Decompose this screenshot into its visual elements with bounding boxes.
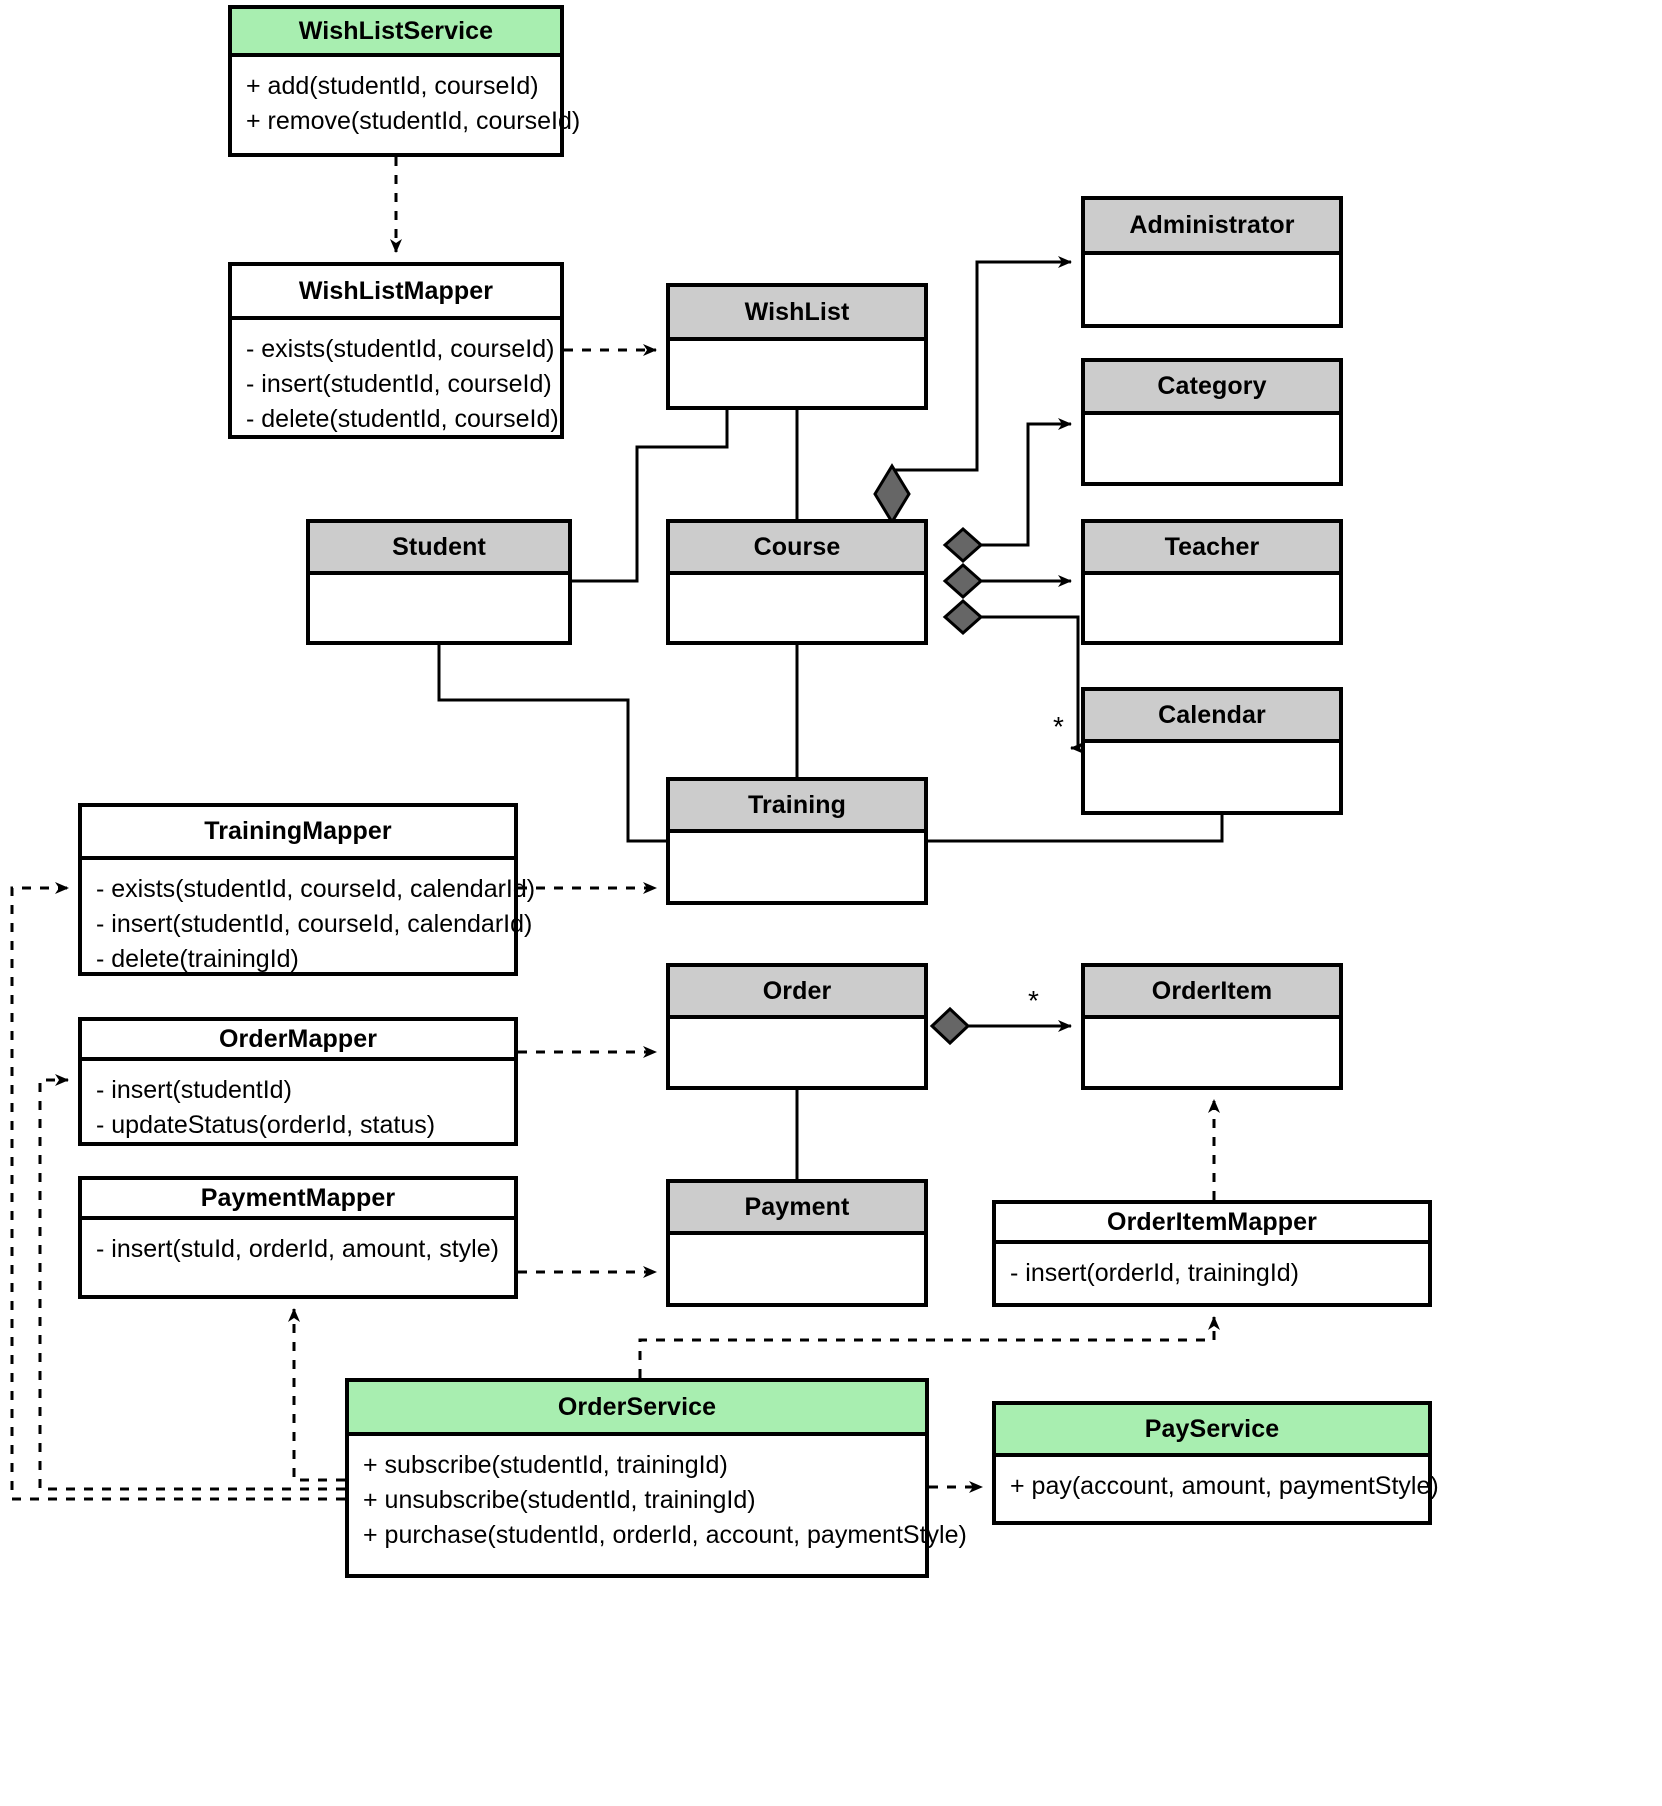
class-members-category	[1085, 415, 1339, 439]
class-box-orderitem[interactable]: OrderItem	[1081, 963, 1343, 1090]
method-item: - delete(trainingId)	[96, 944, 299, 973]
class-box-wishlist[interactable]: WishList	[666, 283, 928, 410]
method-item: - insert(studentId, courseId)	[246, 369, 552, 398]
class-members-orderservice: + subscribe(studentId, trainingId) + uns…	[349, 1436, 967, 1561]
class-title-orderitemmapper: OrderItemMapper	[996, 1204, 1428, 1244]
class-title-paymentmapper: PaymentMapper	[82, 1180, 514, 1220]
class-title-administrator: Administrator	[1085, 200, 1339, 255]
class-members-course	[670, 575, 924, 599]
class-title-training: Training	[670, 781, 924, 833]
class-members-wishlistmapper: - exists(studentId, courseId) - insert(s…	[232, 320, 560, 445]
method-item: + remove(studentId, courseId)	[246, 106, 581, 135]
class-box-wishlistmapper[interactable]: WishListMapper - exists(studentId, cours…	[228, 262, 564, 439]
class-box-calendar[interactable]: Calendar	[1081, 687, 1343, 815]
class-box-orderitemmapper[interactable]: OrderItemMapper - insert(orderId, traini…	[992, 1200, 1432, 1307]
class-title-orderservice: OrderService	[349, 1382, 925, 1436]
method-item: + pay(account, amount, paymentStyle)	[1010, 1472, 1439, 1500]
class-box-training[interactable]: Training	[666, 777, 928, 905]
class-box-student[interactable]: Student	[306, 519, 572, 645]
class-title-orderitem: OrderItem	[1085, 967, 1339, 1019]
method-item: - exists(studentId, courseId, calendarId…	[96, 875, 536, 903]
diamond-course-teacher	[942, 562, 984, 600]
class-members-orderitem	[1085, 1019, 1339, 1043]
edge-orderservice-paymentmapper	[288, 1308, 345, 1482]
edge-course-category	[960, 418, 1072, 547]
multiplicity-label-calendar: *	[1053, 711, 1064, 742]
class-box-orderservice[interactable]: OrderService + subscribe(studentId, trai…	[345, 1378, 967, 1578]
method-item: - insert(studentId, courseId, calendarId…	[96, 909, 533, 938]
class-box-administrator[interactable]: Administrator	[1081, 196, 1343, 328]
class-box-teacher[interactable]: Teacher	[1081, 519, 1343, 645]
class-box-trainingmapper[interactable]: TrainingMapper - exists(studentId, cours…	[78, 803, 535, 976]
edge-calendar-training	[928, 815, 1224, 843]
method-item: - exists(studentId, courseId)	[246, 335, 555, 363]
class-title-teacher: Teacher	[1085, 523, 1339, 575]
class-box-order[interactable]: Order	[666, 963, 928, 1090]
method-item: + add(studentId, courseId)	[246, 72, 539, 100]
class-title-payment: Payment	[670, 1183, 924, 1235]
diamond-course-calendar	[942, 598, 984, 636]
class-title-wishlist: WishList	[670, 287, 924, 341]
class-members-calendar	[1085, 743, 1339, 767]
class-members-orderitemmapper: - insert(orderId, trainingId)	[996, 1244, 1428, 1300]
method-item: + unsubscribe(studentId, trainingId)	[363, 1485, 756, 1514]
class-box-paymentmapper[interactable]: PaymentMapper - insert(stuId, orderId, a…	[78, 1176, 518, 1299]
class-title-trainingmapper: TrainingMapper	[82, 807, 514, 860]
class-title-student: Student	[310, 523, 568, 575]
multiplicity-label-orderitem: *	[1028, 985, 1039, 1016]
class-members-training	[670, 833, 924, 857]
class-title-calendar: Calendar	[1085, 691, 1339, 743]
class-members-payment	[670, 1235, 924, 1259]
diamond-order-orderitem	[929, 1006, 971, 1046]
method-item: - delete(studentId, courseId)	[246, 404, 559, 433]
class-title-course: Course	[670, 523, 924, 575]
class-members-payservice: + pay(account, amount, paymentStyle)	[996, 1457, 1439, 1513]
class-members-order	[670, 1019, 924, 1043]
class-members-administrator	[1085, 255, 1339, 279]
class-title-wishlistservice: WishListService	[232, 9, 560, 57]
class-title-ordermapper: OrderMapper	[82, 1021, 514, 1061]
class-box-wishlistservice[interactable]: WishListService + add(studentId, courseI…	[228, 5, 581, 157]
method-item: - insert(stuId, orderId, amount, style)	[96, 1235, 499, 1263]
diamond-course-administrator	[873, 463, 911, 525]
class-members-student	[310, 575, 568, 599]
method-item: + purchase(studentId, orderId, account, …	[363, 1520, 967, 1549]
method-item: - updateStatus(orderId, status)	[96, 1110, 436, 1139]
class-box-category[interactable]: Category	[1081, 358, 1343, 486]
class-title-wishlistmapper: WishListMapper	[232, 266, 560, 320]
class-box-payservice[interactable]: PayService + pay(account, amount, paymen…	[992, 1401, 1439, 1525]
diamond-course-category	[942, 526, 984, 564]
method-item: - insert(studentId)	[96, 1076, 292, 1104]
class-members-wishlist	[670, 341, 924, 365]
class-title-payservice: PayService	[996, 1405, 1428, 1457]
edge-orderservice-orderitemmapper	[638, 1316, 1220, 1378]
class-members-teacher	[1085, 575, 1339, 599]
class-members-trainingmapper: - exists(studentId, courseId, calendarId…	[82, 860, 536, 985]
class-members-paymentmapper: - insert(stuId, orderId, amount, style)	[82, 1220, 514, 1276]
class-members-wishlistservice: + add(studentId, courseId) + remove(stud…	[232, 57, 581, 148]
class-title-order: Order	[670, 967, 924, 1019]
method-item: - insert(orderId, trainingId)	[1010, 1259, 1300, 1287]
method-item: + subscribe(studentId, trainingId)	[363, 1451, 728, 1479]
class-box-ordermapper[interactable]: OrderMapper - insert(studentId) - update…	[78, 1017, 518, 1146]
class-members-ordermapper: - insert(studentId) - updateStatus(order…	[82, 1061, 514, 1152]
class-title-category: Category	[1085, 362, 1339, 415]
class-box-payment[interactable]: Payment	[666, 1179, 928, 1307]
class-box-course[interactable]: Course	[666, 519, 928, 645]
